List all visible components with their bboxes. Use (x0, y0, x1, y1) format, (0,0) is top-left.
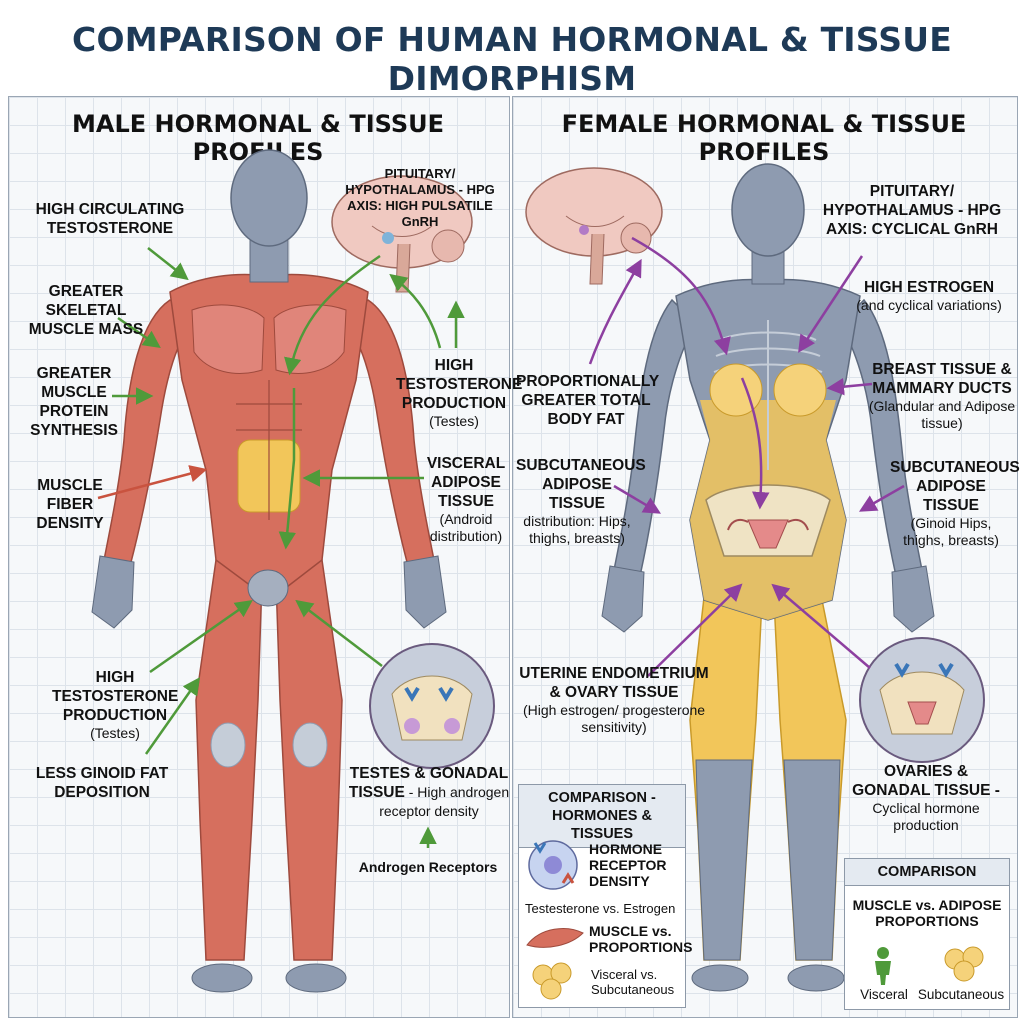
male-arrows (97, 247, 465, 848)
label-subcutaneous-right: SUBCUTANEOUS ADIPOSE TISSUE (Ginoid Hips… (890, 458, 1020, 549)
label-high-estrogen-sub: (and cyclical variations) (856, 297, 1002, 313)
fat-comparison-label: Visceral vs. Subcutaneous (591, 967, 675, 997)
page-title: COMPARISON OF HUMAN HORMONAL & TISSUE DI… (72, 20, 952, 98)
label-high-estrogen: HIGH ESTROGEN (and cyclical variations) (854, 278, 1004, 314)
label-testosterone-production-lower-sub: (Testes) (90, 725, 140, 741)
label-ovaries-gonadal-title: OVARIES & GONADAL TISSUE - (852, 763, 1000, 799)
comparison-hormones-heading: COMPARISON - HORMONES & TISSUES (519, 785, 685, 848)
visceral-label: Visceral (860, 987, 908, 1002)
male-head (230, 149, 308, 247)
female-head (731, 163, 805, 257)
female-figure (601, 163, 935, 992)
label-subcutaneous-left-sub: distribution: Hips, thighs, breasts) (523, 513, 631, 546)
label-subcutaneous-right-title: SUBCUTANEOUS ADIPOSE TISSUE (890, 459, 1020, 514)
label-subcutaneous-left: SUBCUTANEOUS ADIPOSE TISSUE distribution… (516, 456, 646, 547)
label-testosterone-production-upper-sub: (Testes) (429, 413, 479, 429)
label-high-estrogen-title: HIGH ESTROGEN (863, 279, 995, 296)
receptor-density-sub: Testesterone vs. Estrogen (525, 901, 676, 916)
label-ovaries-gonadal: OVARIES & GONADAL TISSUE - Cyclical horm… (846, 762, 1006, 834)
receptor-cell-icon (528, 840, 578, 890)
label-androgen-receptors: Androgen Receptors (358, 859, 498, 875)
female-pelvis-inset (859, 637, 985, 763)
male-pelvis (247, 569, 289, 607)
label-uterine-endometrium: UTERINE ENDOMETRIUM & OVARY TISSUE (High… (514, 664, 714, 736)
muscle-adipose-subtitle: MUSCLE vs. ADIPOSE PROPORTIONS (852, 897, 1002, 929)
label-greater-skeletal-muscle: GREATER SKELETAL MUSCLE MASS (28, 283, 144, 338)
male-knee-left (210, 722, 246, 768)
label-testosterone-production-upper: HIGH TESTOSTERONE PRODUCTION (Testes) (396, 356, 522, 430)
label-testosterone-production-upper-title: HIGH TESTOSTERONE PRODUCTION (396, 357, 523, 412)
male-knee-right (292, 722, 328, 768)
label-male-pituitary: PITUITARY/ HYPOTHALAMUS - HPG AXIS: HIGH… (345, 166, 495, 229)
label-testes-gonadal-title: TESTES & GONADAL TISSUE (348, 765, 509, 801)
label-uterine-endometrium-title: UTERINE ENDOMETRIUM & OVARY TISSUE (519, 665, 709, 701)
female-breast-left (709, 363, 763, 417)
comparison-proportions-box: COMPARISON MUSCLE vs. ADIPOSE PROPORTION… (844, 858, 1010, 1010)
male-foot-right (285, 963, 347, 993)
fat-cluster-icon (944, 946, 984, 982)
male-hand-right (403, 555, 447, 629)
label-visceral-adipose: VISCERAL ADIPOSE TISSUE (Android distrib… (420, 454, 512, 545)
male-pelvis-inset (369, 643, 495, 769)
label-uterine-endometrium-sub: (High estrogen/ progesterone sensitivity… (522, 702, 706, 735)
label-breast-tissue-title: BREAST TISSUE & MAMMARY DUCTS (872, 361, 1012, 397)
label-testosterone-production-lower-title: HIGH TESTOSTERONE PRODUCTION (52, 669, 179, 724)
female-uterus (747, 519, 789, 549)
comparison-proportions-heading: COMPARISON (845, 859, 1009, 886)
label-high-circulating-testosterone: HIGH CIRCULATING TESTOSTERONE (35, 201, 185, 237)
label-breast-tissue-sub: (Glandular and Adipose tissue) (868, 398, 1016, 431)
male-hand-left (91, 555, 135, 629)
receptor-density-label: HORMONE RECEPTOR DENSITY (589, 841, 667, 889)
female-arrows (588, 236, 905, 677)
comparison-hormones-box: COMPARISON - HORMONES & TISSUES HORMONE … (518, 784, 693, 1008)
label-testosterone-production-lower: HIGH TESTOSTERONE PRODUCTION (Testes) (52, 668, 178, 742)
subcutaneous-label: Subcutaneous (917, 987, 1005, 1002)
label-subcutaneous-right-sub: (Ginoid Hips, thighs, breasts) (903, 515, 999, 548)
label-greater-body-fat: PROPORTIONALLY GREATER TOTAL BODY FAT (516, 373, 660, 428)
muscle-proportions-label: MUSCLE vs. PROPORTIONS (589, 923, 693, 955)
male-figure (91, 149, 447, 993)
female-heading: FEMALE HORMONAL & TISSUE PROFILES (561, 110, 967, 166)
label-female-pituitary: PITUITARY/ HYPOTHALAMUS - HPG AXIS: CYCL… (822, 183, 1002, 238)
female-breast-right (773, 363, 827, 417)
label-subcutaneous-left-title: SUBCUTANEOUS ADIPOSE TISSUE (516, 457, 646, 512)
label-testes-gonadal-sub: - High androgen receptor density (379, 784, 510, 819)
male-foot-left (191, 963, 253, 993)
male-heading: MALE HORMONAL & TISSUE PROFILES (71, 110, 445, 166)
muscle-icon (526, 928, 584, 948)
label-muscle-protein-synthesis: GREATER MUSCLE PROTEIN SYNTHESIS (30, 365, 118, 439)
label-less-ginoid-fat: LESS GINOID FAT DEPOSITION (35, 765, 169, 801)
label-ovaries-gonadal-sub: Cyclical hormone production (872, 800, 980, 833)
female-brain-illustration (525, 167, 663, 285)
label-visceral-adipose-sub: (Android distribution) (429, 511, 503, 544)
male-brain-illustration (331, 175, 473, 293)
person-icon (875, 947, 891, 985)
label-muscle-fiber-density: MUSCLE FIBER DENSITY (36, 477, 104, 532)
label-testes-gonadal: TESTES & GONADAL TISSUE - High androgen … (344, 764, 514, 821)
label-visceral-adipose-title: VISCERAL ADIPOSE TISSUE (426, 455, 506, 510)
fat-cells-icon (532, 962, 572, 1000)
label-breast-tissue: BREAST TISSUE & MAMMARY DUCTS (Glandular… (868, 360, 1016, 432)
